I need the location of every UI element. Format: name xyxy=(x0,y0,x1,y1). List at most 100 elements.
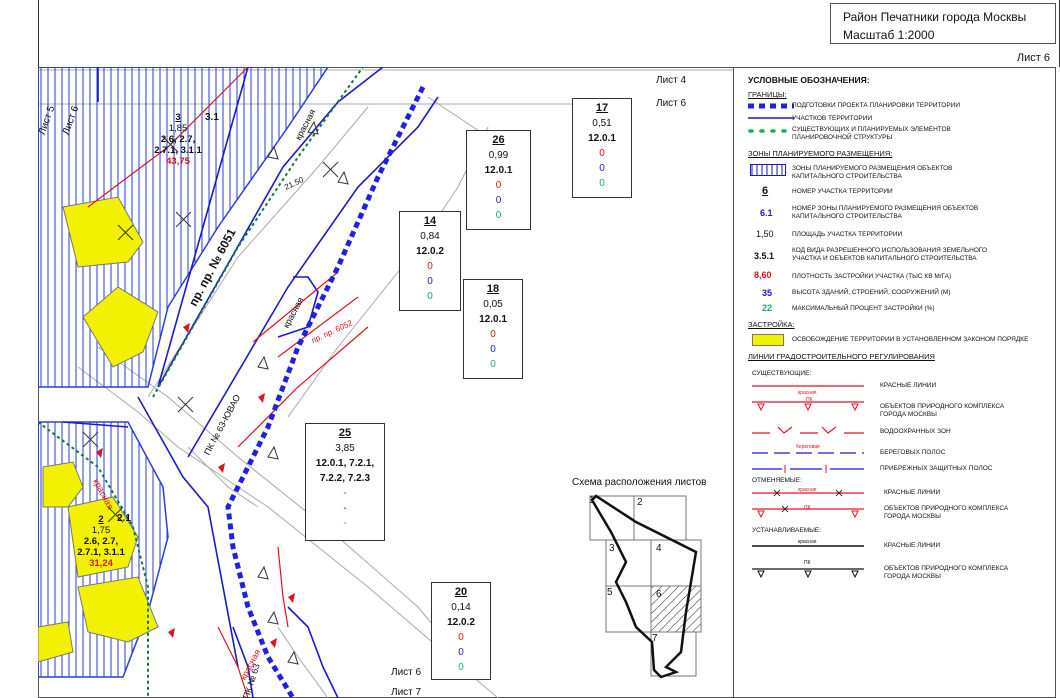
plot-info-25: 25 3,85 12.0.1, 7.2.1, 7.2.2, 7.2.3 - - … xyxy=(305,423,385,541)
legend-z3-symbol: 6.1 xyxy=(760,208,773,218)
plot-25-height: - xyxy=(343,503,347,514)
clear-building-1 xyxy=(62,196,144,268)
map-plot-3-code1: 2.6, 2.7, xyxy=(160,134,196,145)
legend-z1: ЗОНЫ ПЛАНИРУЕМОГО РАЗМЕЩЕНИЯ ОБЪЕКТОВ КА… xyxy=(792,165,953,180)
planning-element-line xyxy=(152,67,364,398)
plot-18-height: 0 xyxy=(490,344,496,355)
plot-boundaries xyxy=(62,67,439,698)
plot-info-17: 17 0,51 12.0.1 0 0 0 xyxy=(572,98,632,198)
plot-20-code: 12.0.2 xyxy=(447,617,475,628)
legend-z4: ПЛОЩАДЬ УЧАСТКА ТЕРРИТОРИИ xyxy=(792,231,903,238)
plot-info-20: 20 0,14 12.0.2 0 0 0 xyxy=(431,582,491,680)
shore-line-symbol xyxy=(752,452,864,454)
legend-established: УСТАНАВЛИВАЕМЫЕ: xyxy=(752,527,822,534)
legend-c1-cap: красная xyxy=(798,487,817,493)
water-protection-symbol xyxy=(752,426,864,434)
legend-l4: БЕРЕГОВЫХ ПОЛОС xyxy=(880,449,946,456)
clear-building-3 xyxy=(42,461,84,508)
legend-l4-cap: береговая xyxy=(796,444,820,450)
legend-borders-title: ГРАНИЦЫ: xyxy=(748,90,787,99)
zone-hatch-symbol xyxy=(750,164,786,176)
legend-z7-symbol: 35 xyxy=(762,288,773,298)
plot-17-code: 12.0.1 xyxy=(588,133,616,144)
legend-e2-mark: ПК xyxy=(804,560,811,566)
zone-3-1-label: 3.1 xyxy=(205,112,219,123)
district-title: Район Печатники города Москвы xyxy=(843,10,1027,24)
sheet-label-6: Лист 6 xyxy=(656,98,687,109)
plot-14-area: 0,84 xyxy=(420,231,440,242)
legend-cancelled: ОТМЕНЯЕМЫЕ: xyxy=(752,477,802,484)
plot-18-code: 12.0.1 xyxy=(479,314,507,325)
established-nature-line-symbol xyxy=(752,568,864,579)
plot-14-height: 0 xyxy=(427,276,433,287)
legend-e2: ОБЪЕКТОВ ПРИРОДНОГО КОМПЛЕКСА ГОРОДА МОС… xyxy=(884,565,1009,580)
plot-17-height: 0 xyxy=(599,163,605,174)
plot-20-area: 0,14 xyxy=(451,602,471,613)
map-plot-2-density: 31,24 xyxy=(89,558,113,569)
plot-20-id: 20 xyxy=(454,586,468,598)
title-block: Район Печатники города Москвы Масштаб 1:… xyxy=(830,3,1056,44)
legend-l3: ВОДООХРАННЫХ ЗОН xyxy=(880,428,951,435)
legend-z2: НОМЕР УЧАСТКА ТЕРРИТОРИИ xyxy=(792,188,893,195)
plot-26-code: 12.0.1 xyxy=(484,165,513,176)
legend-l2-cap: красная xyxy=(798,390,817,396)
plot-25-area: 3,85 xyxy=(335,443,355,454)
plot-17-area: 0,51 xyxy=(592,118,612,129)
project-boundary-symbol xyxy=(748,103,794,109)
legend-l2: ОБЪЕКТОВ ПРИРОДНОГО КОМПЛЕКСА ГОРОДА МОС… xyxy=(880,403,1005,418)
plot-18-percent: 0 xyxy=(490,359,496,370)
scheme-cell-4: 4 xyxy=(656,543,662,554)
legend-c1: КРАСНЫЕ ЛИНИИ xyxy=(884,489,941,496)
plot-25-code2: 7.2.2, 7.2.3 xyxy=(319,473,371,484)
map-plot-2-area: 1,75 xyxy=(91,525,111,536)
clear-building-6 xyxy=(38,621,74,663)
legend-existing: СУЩЕСТВУЮЩИЕ: xyxy=(752,370,812,377)
plot-25-code1: 12.0.1, 7.2.1, xyxy=(315,458,375,469)
plot-26-height: 0 xyxy=(495,195,502,206)
plot-25-density: - xyxy=(343,488,347,499)
scheme-cell-2: 2 xyxy=(637,497,643,508)
map-plot-2-id: 2 xyxy=(98,514,104,525)
clear-building-4 xyxy=(67,496,139,578)
plot-info-14: 14 0,84 12.0.2 0 0 0 xyxy=(399,211,461,311)
legend-l5: ПРИБРЕЖНЫХ ЗАЩИТНЫХ ПОЛОС xyxy=(880,465,993,472)
plot-18-area: 0,05 xyxy=(483,299,503,310)
plot-18-density: 0 xyxy=(490,329,496,340)
plot-17-percent: 0 xyxy=(599,178,605,189)
legend-z5-symbol: 3.5.1 xyxy=(754,251,775,261)
scheme-cell-3: 3 xyxy=(609,543,615,554)
legend-z3: НОМЕР ЗОНЫ ПЛАНИРУЕМОГО РАЗМЕЩЕНИЯ ОБЪЕК… xyxy=(792,205,979,220)
scheme-cell-5: 5 xyxy=(607,587,613,598)
scheme-cell-7: 7 xyxy=(652,633,658,644)
plot-17-id: 17 xyxy=(595,102,609,114)
plot-17-density: 0 xyxy=(599,148,605,159)
legend-z8: МАКСИМАЛЬНЫЙ ПРОЦЕНТ ЗАСТРОЙКИ (%) xyxy=(792,305,935,312)
legend-l1: КРАСНЫЕ ЛИНИИ xyxy=(880,382,937,389)
plot-25-percent: - xyxy=(343,518,347,529)
nature-marks xyxy=(257,120,349,665)
sheet-number: Лист 6 xyxy=(1016,52,1050,64)
clear-building-2 xyxy=(82,286,159,368)
sheet-label-7: Лист 7 xyxy=(391,687,422,698)
plot-boundary-symbol xyxy=(748,117,794,119)
legend-panel: УСЛОВНЫЕ ОБОЗНАЧЕНИЯ: ГРАНИЦЫ: ПОДГОТОВК… xyxy=(733,67,1056,698)
legend-zones-title: ЗОНЫ ПЛАНИРУЕМОГО РАЗМЕЩЕНИЯ: xyxy=(748,149,893,158)
legend-b1: ПОДГОТОВКИ ПРОЕКТА ПЛАНИРОВКИ ТЕРРИТОРИИ xyxy=(792,102,961,109)
cancelled-nature-line-symbol xyxy=(752,505,864,519)
legend-c2-mark: ПК xyxy=(804,505,811,511)
cross-marks xyxy=(82,136,339,523)
legend-z6-symbol: 8,60 xyxy=(754,270,772,280)
legend-z5: КОД ВИДА РАЗРЕШЕННОГО ИСПОЛЬЗОВАНИЯ ЗЕМЕ… xyxy=(792,247,988,262)
plot-26-area: 0,99 xyxy=(488,150,509,161)
legend-z7: ВЫСОТА ЗДАНИЙ, СТРОЕНИЙ, СООРУЖЕНИЙ (М) xyxy=(792,289,951,296)
plot-14-density: 0 xyxy=(427,261,433,272)
clearance-symbol xyxy=(752,334,784,346)
map-plot-3-code2: 2.7.1, 3.1.1 xyxy=(154,145,202,156)
scheme-cell-1: 1 xyxy=(589,495,595,506)
map-area: Лист 4 Лист 6 Лист 5 Лист 6 Лист 6 Лист … xyxy=(38,67,733,698)
map-plot-2-code2: 2.7.1, 3.1.1 xyxy=(77,547,125,558)
legend-z6: ПЛОТНОСТЬ ЗАСТРОЙКИ УЧАСТКА (ТЫС КВ М/ГА… xyxy=(792,273,952,280)
planning-element-symbol xyxy=(748,129,794,133)
plot-18-id: 18 xyxy=(486,283,500,295)
legend-z8-symbol: 22 xyxy=(762,303,773,313)
